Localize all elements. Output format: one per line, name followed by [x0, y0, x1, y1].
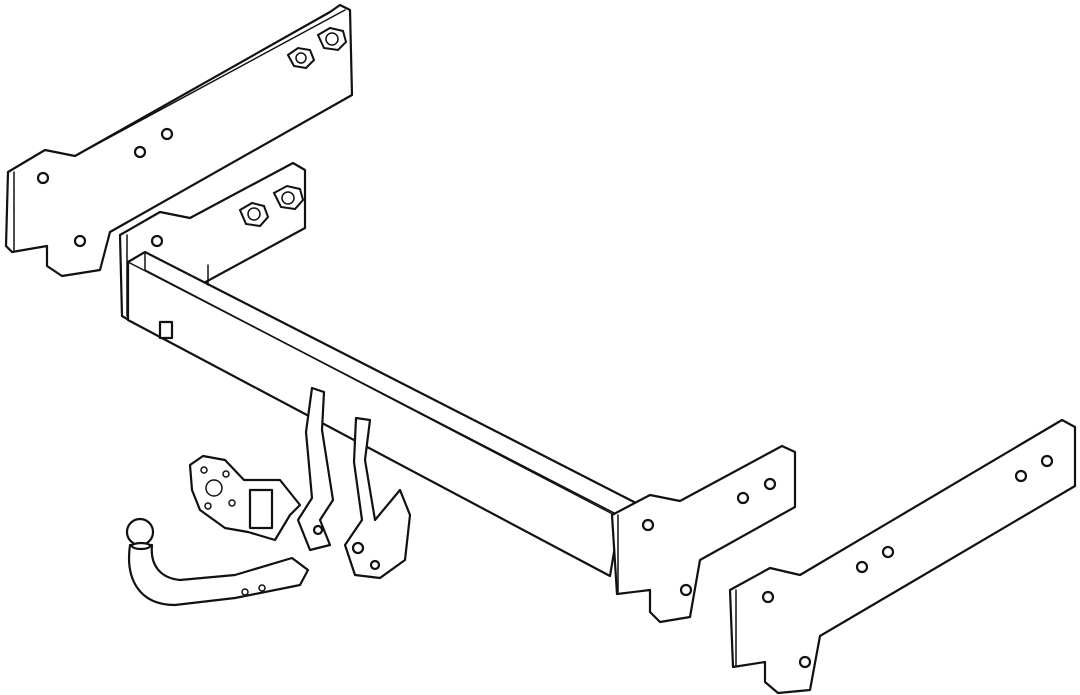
upper-left-bracket	[4, 3, 354, 278]
tow-ball-neck	[125, 517, 310, 607]
right-end-bracket	[610, 444, 797, 624]
lower-right-bracket	[728, 418, 1077, 695]
nuts-middle	[238, 184, 305, 228]
socket-plate	[188, 454, 302, 542]
nuts-upper	[286, 26, 348, 70]
hanger-right	[343, 416, 412, 580]
hanger-left	[296, 386, 335, 552]
